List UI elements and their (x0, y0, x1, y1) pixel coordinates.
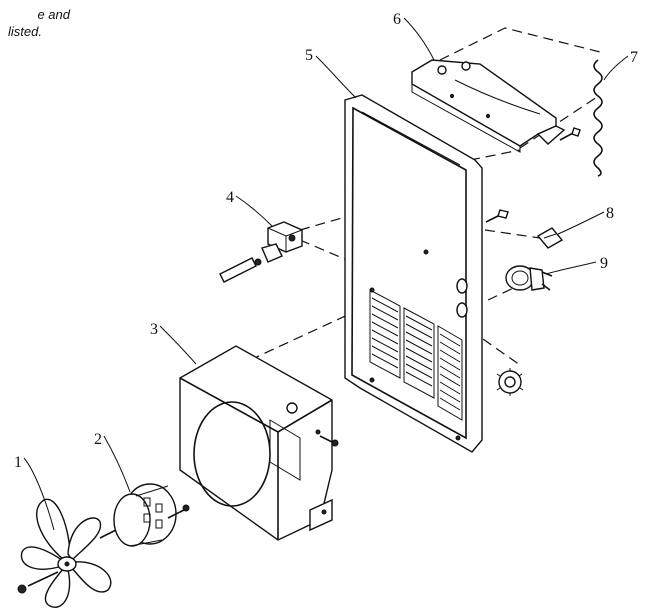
control-knob (536, 227, 564, 249)
callout-4: 4 (226, 189, 234, 206)
mounting-bracket (411, 59, 566, 153)
shroud-screw (319, 435, 339, 447)
callout-3: 3 (150, 321, 158, 338)
callout-2: 2 (94, 431, 102, 448)
callout-labels: 1 2 3 4 5 6 7 8 9 (14, 11, 638, 471)
callout-5: 5 (305, 47, 313, 64)
thermostat (505, 265, 553, 291)
motor (99, 483, 190, 547)
callout-8: 8 (606, 205, 614, 222)
header-note-line-2: listed. (8, 24, 42, 39)
leader-lines (23, 17, 629, 531)
bracket-screw (559, 127, 581, 141)
vent-grille-left (369, 289, 401, 379)
header-note: e and listed. (0, 6, 80, 40)
vent-grille-middle (403, 307, 435, 399)
fan-shroud (179, 345, 333, 541)
spring-element (593, 59, 603, 177)
panel-screws (485, 209, 509, 223)
front-panel (344, 94, 483, 453)
callout-1: 1 (14, 454, 22, 471)
star-washer (496, 368, 524, 396)
callout-7: 7 (630, 49, 638, 66)
callout-6: 6 (393, 11, 401, 28)
fan-blade (17, 498, 112, 608)
solenoid-relay (219, 221, 303, 283)
callout-9: 9 (600, 255, 608, 272)
vent-grille-right (437, 325, 463, 421)
header-note-line-1: e and (37, 7, 70, 22)
